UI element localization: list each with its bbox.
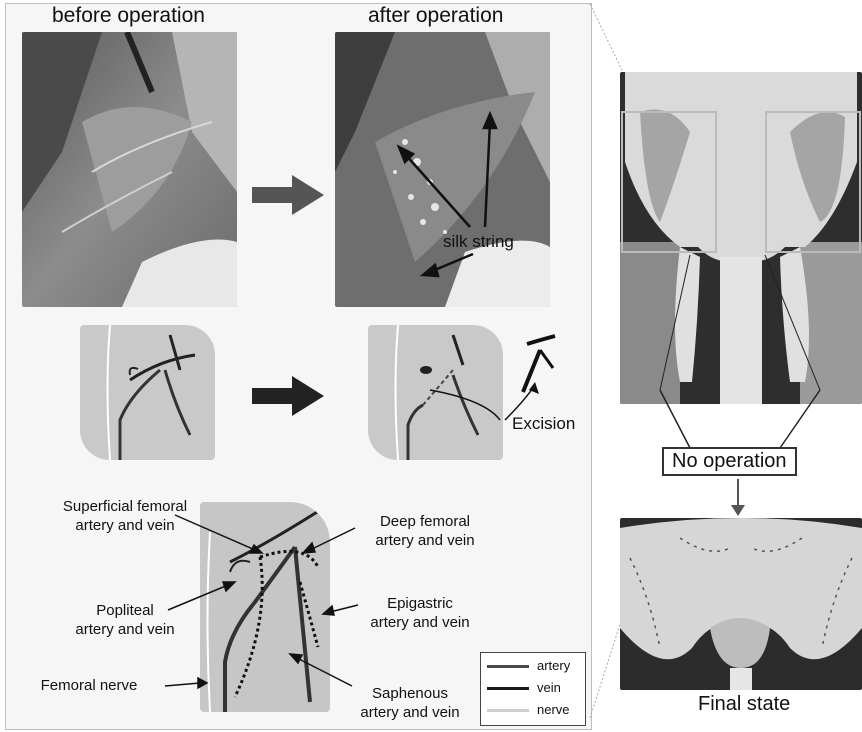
photo-final-state <box>620 518 862 690</box>
deep-femoral-label-2: artery and vein <box>345 531 505 550</box>
popliteal-label-1: Popliteal <box>45 601 205 620</box>
saphenous-label-2: artery and vein <box>330 703 490 722</box>
superficial-label-2: artery and vein <box>25 516 225 535</box>
superficial-label-1: Superficial femoral <box>25 497 225 516</box>
legend: artery vein nerve <box>480 652 586 726</box>
final-state-label: Final state <box>698 692 790 716</box>
deep-femoral-label-1: Deep femoral <box>345 512 505 531</box>
arrow-down-icon <box>728 479 748 517</box>
epigastric-label-1: Epigastric <box>340 594 500 613</box>
femoral-nerve-label: Femoral nerve <box>14 676 164 695</box>
popliteal-label-2: artery and vein <box>45 620 205 639</box>
legend-item-vein: vein <box>487 679 583 697</box>
no-operation-pointers <box>620 180 862 450</box>
legend-artery-label: artery <box>537 657 570 675</box>
no-operation-label: No operation <box>662 447 797 476</box>
legend-item-artery: artery <box>487 657 583 675</box>
vein-swatch <box>487 687 529 690</box>
artery-swatch <box>487 665 529 668</box>
legend-item-nerve: nerve <box>487 701 583 719</box>
epigastric-label-2: artery and vein <box>340 613 500 632</box>
saphenous-label-1: Saphenous <box>330 684 490 703</box>
nerve-swatch <box>487 709 529 712</box>
legend-vein-label: vein <box>537 679 561 697</box>
legend-nerve-label: nerve <box>537 701 570 719</box>
